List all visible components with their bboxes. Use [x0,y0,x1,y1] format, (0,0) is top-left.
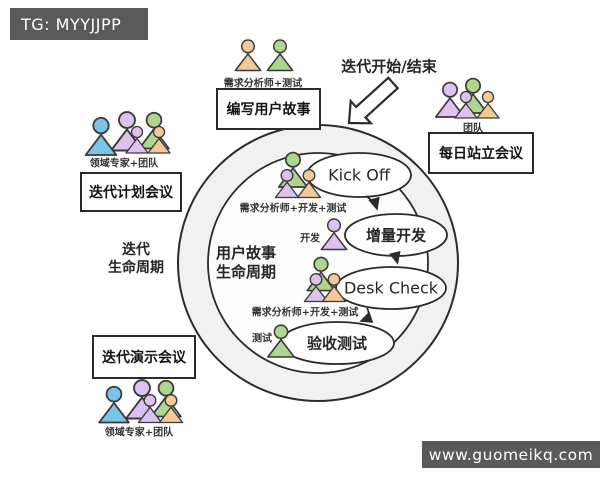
person-icon-orange [296,168,322,199]
role-label-analyst-dev-test-kickoff: 需求分析师+开发+测试 [239,203,347,215]
flow-arrow-deskcheck-to-acceptance [359,307,374,323]
box-iteration-planning: 迭代计划会议 [80,172,182,212]
person-icon-blue [98,385,130,424]
story-lifecycle-line1: 用户故事 [216,244,277,262]
stage-label-acceptance-test: 验收测试 [306,334,368,353]
role-label-domain-expert-team-bottom: 领域专家+团队 [104,427,174,439]
person-group-kickoff-trio [274,151,322,199]
person-icon-purple [303,272,329,303]
person-icon-purple [454,90,478,119]
person-icon-orange [158,393,184,424]
stage-label-kick-off: Kick Off [328,165,390,185]
person-group-demo-team [98,379,184,424]
person-group-standup-team [434,77,500,119]
stage-label-desk-check: Desk Check [343,278,439,298]
box-daily-standup: 每日站立会议 [428,132,534,174]
story-lifecycle-label: 用户故事 生命周期 [216,244,276,282]
iteration-lifecycle-line1: 迭代 [122,242,150,258]
person-icon-purple [125,125,149,154]
iteration-lifecycle-line2: 生命周期 [108,260,164,276]
person-icon-orange [321,272,347,303]
iteration-lifecycle-label: 迭代 生命周期 [108,241,164,277]
role-label-analyst-test: 需求分析师+测试 [223,78,303,90]
persons-layer [84,39,500,424]
role-label-dev: 开发 [300,233,320,245]
box-write-user-stories: 编写用户故事 [216,88,321,130]
watermark-top-left: TG: MYYJJPP [10,8,148,40]
flow-arrow-incremental-to-deskcheck [389,250,401,265]
person-icon-blue [84,116,118,156]
role-label-team: 团队 [463,123,483,135]
role-label-test: 测试 [252,333,272,345]
person-icon-green [267,324,295,358]
watermark-bottom-right: www.guomeikq.com [422,441,600,468]
person-group-test-single [267,324,295,358]
role-label-analyst-dev-test-deskcheck: 需求分析师+开发+测试 [251,307,359,319]
role-label-domain-expert-team-top: 领域专家+团队 [89,158,159,170]
iteration-start-end-label: 迭代开始/结束 [341,57,437,76]
person-group-analyst-test-pair [234,39,294,72]
person-icon-orange [234,39,262,72]
stage-label-incremental-dev: 增量开发 [365,226,427,245]
box-iteration-demo: 迭代演示会议 [92,335,196,379]
flow-arrow-kickoff-to-incremental [365,195,380,211]
person-group-dev-single [320,218,348,251]
person-icon-orange [476,90,500,119]
person-icon-purple [434,81,466,118]
story-lifecycle-line2: 生命周期 [216,263,277,281]
person-icon-purple [137,393,163,424]
iteration-start-arrow-icon [347,76,400,125]
person-group-planning-team [84,111,171,156]
person-group-deskcheck-trio [303,256,347,303]
person-icon-green [266,39,294,72]
person-icon-orange [147,125,171,154]
person-icon-purple [274,168,300,199]
person-icon-purple [320,218,348,251]
